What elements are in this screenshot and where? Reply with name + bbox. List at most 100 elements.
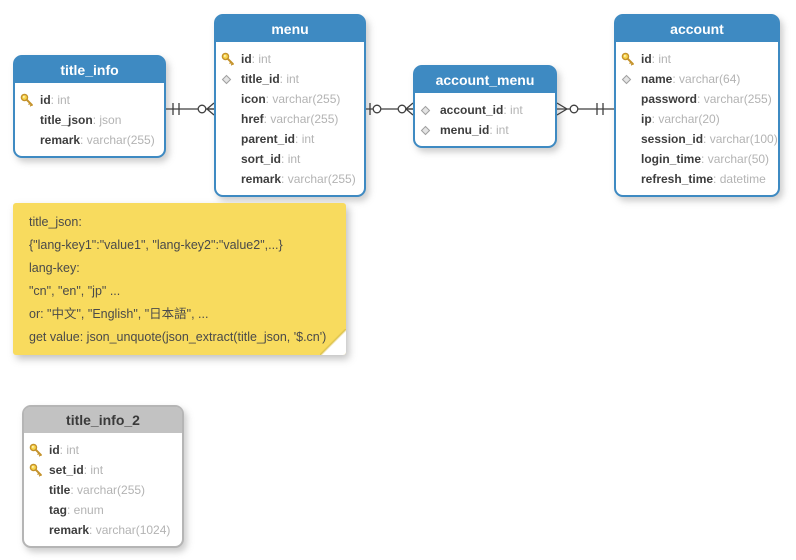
column-type: : varchar(255) — [263, 112, 339, 126]
foreign-key-diamond-icon — [420, 125, 440, 136]
relationship-title-info-menu[interactable] — [166, 98, 214, 120]
column-name: title_json — [40, 113, 93, 127]
column-type: : int — [83, 463, 104, 477]
column-type: : int — [295, 132, 315, 146]
table-row[interactable]: title_id : int — [221, 69, 358, 89]
column-name: set_id — [49, 463, 84, 477]
table-row[interactable]: parent_id : int — [221, 129, 358, 149]
column-type: : int — [281, 152, 301, 166]
column-name: title — [49, 483, 71, 497]
column-name: id — [40, 93, 51, 107]
table-row[interactable]: sort_id : int — [221, 149, 358, 169]
table-row[interactable]: ip : varchar(20) — [621, 109, 772, 129]
column-type: : int — [251, 52, 272, 66]
table-row[interactable]: tag : enum — [29, 500, 176, 520]
table-account-menu[interactable]: account_menu account_id : int menu_id : … — [413, 65, 557, 148]
table-row[interactable]: id : int — [29, 440, 176, 460]
table-row[interactable]: menu_id : int — [420, 120, 549, 140]
table-row[interactable]: refresh_time : datetime — [621, 169, 772, 189]
column-name: name — [641, 72, 673, 86]
column-type: : int — [503, 103, 523, 117]
table-row[interactable]: set_id : int — [29, 460, 176, 480]
table-row[interactable]: password : varchar(255) — [621, 89, 772, 109]
table-account-body: id : int name : varchar(64) password : v… — [616, 44, 778, 195]
table-row[interactable]: remark : varchar(1024) — [29, 520, 176, 540]
table-account[interactable]: account id : int name : varchar(64) pass… — [614, 14, 780, 197]
column-type: : varchar(20) — [651, 112, 720, 126]
column-name: account_id — [440, 103, 504, 117]
table-title-info-header[interactable]: title_info — [15, 57, 164, 85]
sticky-note-text: title_json: {"lang-key1":"value1", "lang… — [13, 203, 346, 355]
column-type: : varchar(255) — [697, 92, 772, 106]
column-type: : varchar(100) — [703, 132, 778, 146]
column-name: session_id — [641, 132, 704, 146]
table-row[interactable]: remark : varchar(255) — [221, 169, 358, 189]
column-name: title_id — [241, 72, 280, 86]
column-type: : varchar(255) — [70, 483, 146, 497]
table-account-header[interactable]: account — [616, 16, 778, 44]
column-name: remark — [40, 133, 81, 147]
relationship-account-menu-account[interactable] — [557, 98, 614, 120]
table-row[interactable]: id : int — [221, 49, 358, 69]
table-title-info[interactable]: title_info id : int title_json : json re… — [13, 55, 166, 158]
column-type: : varchar(255) — [265, 92, 341, 106]
table-row[interactable]: name : varchar(64) — [621, 69, 772, 89]
table-row[interactable]: account_id : int — [420, 100, 549, 120]
column-type: : int — [651, 52, 672, 66]
table-menu-header[interactable]: menu — [216, 16, 364, 44]
column-type: : int — [59, 443, 80, 457]
column-name: href — [241, 112, 264, 126]
table-row[interactable]: id : int — [20, 90, 158, 110]
note-line: {"lang-key1":"value1", "lang-key2":"valu… — [29, 238, 283, 252]
column-name: login_time — [641, 152, 702, 166]
table-menu-body: id : int title_id : int icon : varchar(2… — [216, 44, 364, 195]
column-name: sort_id — [241, 152, 282, 166]
column-type: : int — [489, 123, 509, 137]
column-name: id — [49, 443, 60, 457]
column-type: : varchar(255) — [281, 172, 356, 186]
sticky-note[interactable]: title_json: {"lang-key1":"value1", "lang… — [13, 203, 346, 355]
table-title-info-body: id : int title_json : json remark : varc… — [15, 85, 164, 156]
primary-key-icon — [29, 463, 49, 477]
foreign-key-diamond-icon — [420, 105, 440, 116]
column-type: : varchar(50) — [701, 152, 770, 166]
table-title-info-2-header[interactable]: title_info_2 — [24, 407, 182, 435]
foreign-key-diamond-icon — [221, 74, 241, 85]
column-name: id — [641, 52, 652, 66]
column-name: password — [641, 92, 698, 106]
column-name: icon — [241, 92, 266, 106]
table-row[interactable]: login_time : varchar(50) — [621, 149, 772, 169]
column-type: : varchar(64) — [672, 72, 741, 86]
table-account-menu-body: account_id : int menu_id : int — [415, 95, 555, 146]
table-menu[interactable]: menu id : int title_id : int icon : varc… — [214, 14, 366, 197]
relationship-menu-account-menu[interactable] — [366, 98, 413, 120]
table-row[interactable]: title : varchar(255) — [29, 480, 176, 500]
primary-key-icon — [29, 443, 49, 457]
note-folded-corner-icon — [320, 329, 346, 355]
table-row[interactable]: href : varchar(255) — [221, 109, 358, 129]
note-line: get value: json_unquote(json_extract(tit… — [29, 330, 327, 344]
column-type: : enum — [67, 503, 104, 517]
column-name: remark — [241, 172, 282, 186]
table-row[interactable]: remark : varchar(255) — [20, 130, 158, 150]
table-row[interactable]: session_id : varchar(100) — [621, 129, 778, 149]
column-name: id — [241, 52, 252, 66]
column-name: remark — [49, 523, 90, 537]
table-row[interactable]: id : int — [621, 49, 772, 69]
note-line: lang-key: — [29, 261, 80, 275]
note-line: or: "中文", "English", "日本語", ... — [29, 307, 209, 321]
table-row[interactable]: title_json : json — [20, 110, 158, 130]
primary-key-icon — [621, 52, 641, 66]
table-account-menu-header[interactable]: account_menu — [415, 67, 555, 95]
column-type: : int — [50, 93, 71, 107]
column-name: ip — [641, 112, 652, 126]
table-title-info-2[interactable]: title_info_2 id : int set_id : int title… — [22, 405, 184, 548]
column-type: : int — [279, 72, 300, 86]
table-row[interactable]: icon : varchar(255) — [221, 89, 358, 109]
table-title-info-2-body: id : int set_id : int title : varchar(25… — [24, 435, 182, 546]
column-name: refresh_time — [641, 172, 714, 186]
note-line: "cn", "en", "jp" ... — [29, 284, 121, 298]
column-name: tag — [49, 503, 67, 517]
column-name: menu_id — [440, 123, 490, 137]
